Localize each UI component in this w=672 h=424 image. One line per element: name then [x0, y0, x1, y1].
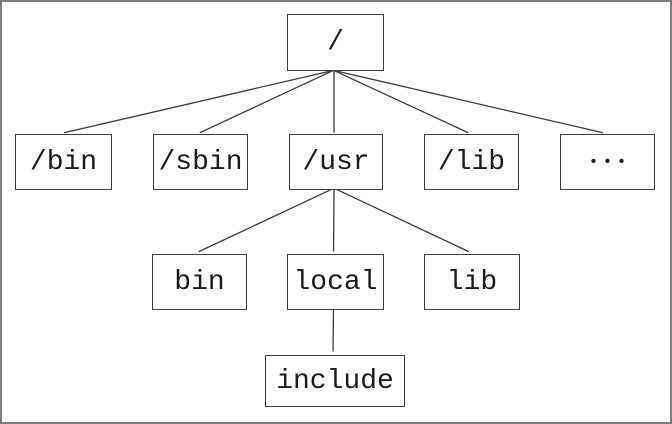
node-include: include: [265, 355, 405, 407]
node-usr-label: /usr: [302, 146, 370, 178]
edge-root-bin: [63, 69, 334, 134]
node-usr: /usr: [289, 134, 383, 190]
node-lib: /lib: [424, 134, 519, 190]
edge-root-more: [333, 69, 604, 134]
node-sbin-label: /sbin: [158, 146, 243, 178]
edge-root-sbin: [199, 69, 334, 134]
node-bin-label: /bin: [29, 146, 98, 178]
node-usr-lib-label: lib: [446, 266, 498, 298]
node-bin: /bin: [15, 134, 112, 190]
node-sbin: /sbin: [153, 134, 248, 190]
edge-usr-lib: [333, 187, 470, 253]
node-include-label: include: [276, 365, 394, 397]
ellipsis-icon: •••: [588, 153, 631, 171]
node-usr-local-label: local: [293, 266, 378, 298]
node-root-label: /: [327, 27, 344, 58]
node-usr-lib: lib: [424, 254, 520, 310]
node-root: /: [287, 14, 384, 71]
node-lib-label: /lib: [437, 146, 506, 178]
node-usr-bin: bin: [152, 254, 247, 310]
node-usr-local: local: [287, 254, 384, 310]
node-ellipsis: •••: [560, 134, 655, 190]
edge-root-lib: [333, 69, 469, 134]
node-usr-bin-label: bin: [174, 266, 225, 298]
edge-usr-bin: [198, 187, 335, 253]
